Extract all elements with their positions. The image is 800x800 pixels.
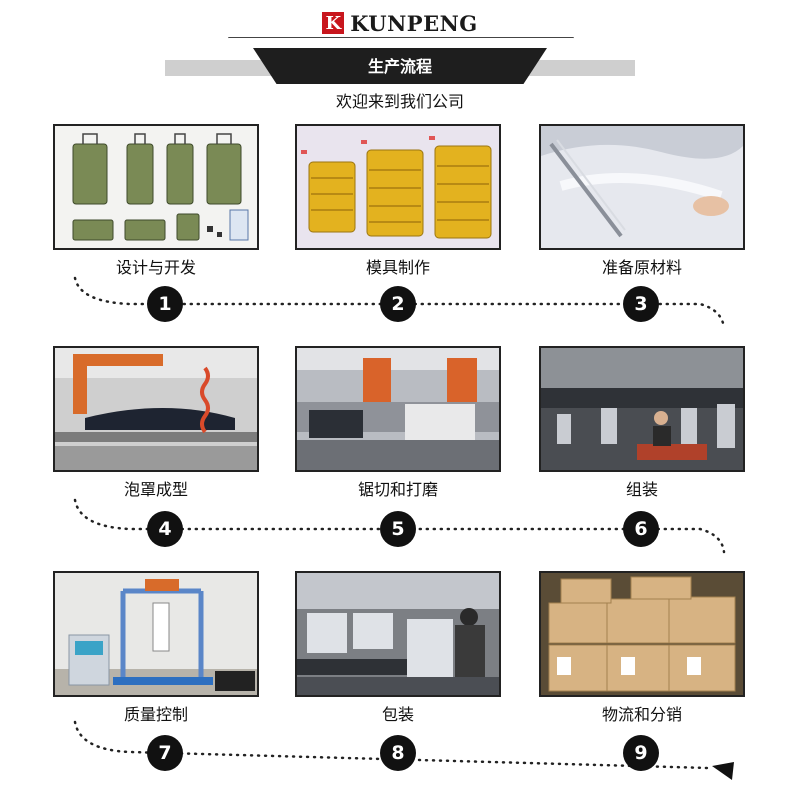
brand-name: KUNPENG — [350, 10, 478, 36]
step-photo-quality — [53, 571, 259, 697]
step-number-5: 5 — [380, 511, 416, 547]
step-label: 设计与开发 — [115, 258, 196, 277]
step-photo-molds — [295, 124, 501, 250]
step-photo-assembly — [539, 346, 745, 472]
step-label: 锯切和打磨 — [357, 480, 438, 499]
step-label: 模具制作 — [365, 258, 430, 277]
step-number-1: 1 — [147, 286, 183, 322]
step-label: 准备原材料 — [601, 258, 682, 277]
arrow-head-icon — [712, 762, 734, 780]
step-label: 物流和分销 — [601, 705, 682, 724]
brand-logo: K — [322, 12, 345, 34]
step-number-3: 3 — [623, 286, 659, 322]
step-number-7: 7 — [147, 735, 183, 771]
step-photo-cutting — [295, 346, 501, 472]
step-label: 泡罩成型 — [123, 480, 188, 499]
brand-header: K KUNPENG — [0, 8, 800, 38]
step-number-6: 6 — [623, 511, 659, 547]
step-number-9: 9 — [623, 735, 659, 771]
step-photo-blister — [53, 346, 259, 472]
title-banner: 生产流程 — [253, 48, 547, 84]
step-photo-materials — [539, 124, 745, 250]
step-number-2: 2 — [380, 286, 416, 322]
step-label: 质量控制 — [123, 705, 188, 724]
step-number-8: 8 — [380, 735, 416, 771]
step-photo-packing — [295, 571, 501, 697]
step-label: 包装 — [381, 705, 414, 724]
step-number-4: 4 — [147, 511, 183, 547]
step-photo-design — [53, 124, 259, 250]
step-photo-logistics — [539, 571, 745, 697]
step-label: 组装 — [625, 480, 658, 499]
page-subtitle: 欢迎来到我们公司 — [335, 92, 464, 111]
page-title: 生产流程 — [367, 57, 432, 76]
